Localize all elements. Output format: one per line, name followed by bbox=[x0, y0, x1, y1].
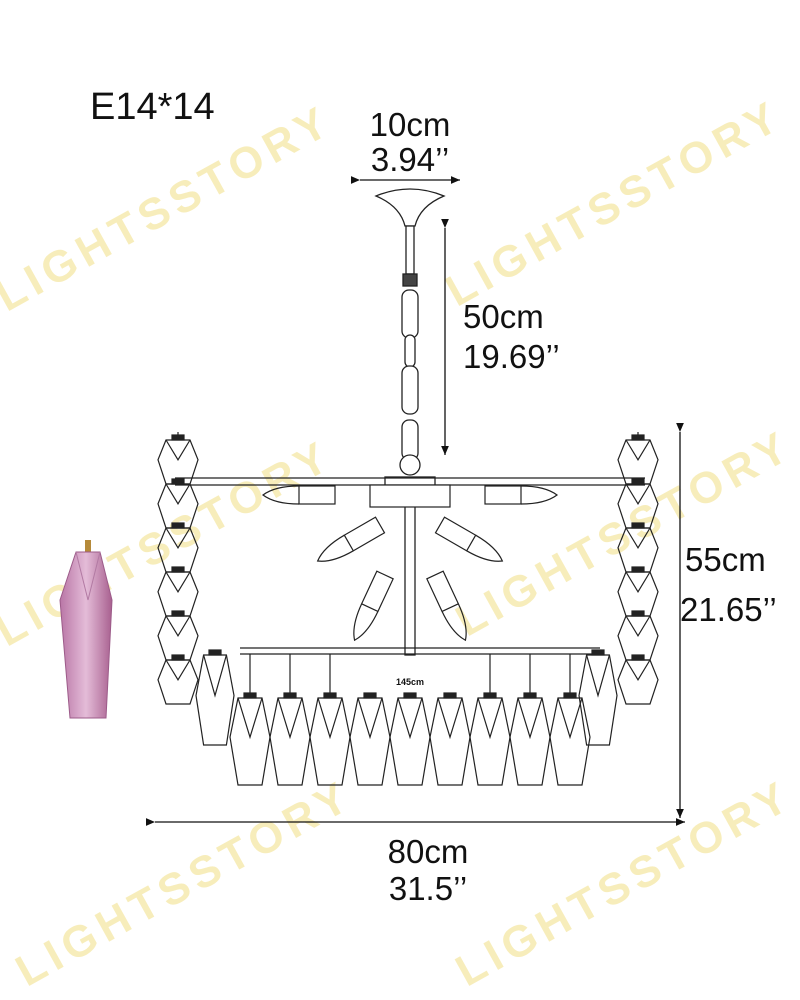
pendant-facets bbox=[625, 439, 651, 461]
crystal-pendant bbox=[157, 659, 199, 705]
pendant-facets bbox=[397, 697, 423, 740]
inner-dimension-label: 145cm bbox=[395, 677, 425, 687]
pendant-cap bbox=[631, 654, 645, 661]
pendant-facets bbox=[625, 571, 651, 593]
chain-length-cm: 50cm bbox=[463, 298, 544, 335]
crystal-pendant bbox=[617, 615, 659, 661]
pendant-facets bbox=[165, 439, 191, 461]
pendant-cap bbox=[523, 692, 537, 699]
pendant-cap bbox=[171, 522, 185, 529]
crystal-pendant bbox=[309, 697, 351, 786]
crystal-pendant bbox=[195, 654, 235, 746]
pendant-cap bbox=[171, 654, 185, 661]
canopy-width-in: 3.94’’ bbox=[370, 141, 450, 178]
pendant-facets bbox=[165, 659, 191, 681]
pendant-facets bbox=[317, 697, 343, 740]
crystal-pendant bbox=[157, 615, 199, 661]
pendant-facets bbox=[557, 697, 583, 740]
crystal-pendant bbox=[509, 697, 551, 786]
pendant-cap bbox=[403, 692, 417, 699]
height-in: 21.65’’ bbox=[680, 591, 777, 628]
pendant-facets bbox=[586, 654, 610, 698]
ceiling-canopy bbox=[374, 188, 446, 227]
pendant-cap bbox=[208, 649, 222, 656]
pendant-facets bbox=[437, 697, 463, 740]
crystal-pendant bbox=[157, 527, 199, 573]
width-in: 31.5’’ bbox=[388, 870, 468, 907]
crystal-pendant bbox=[469, 697, 511, 786]
pendant-cap bbox=[483, 692, 497, 699]
center-hub bbox=[369, 484, 451, 508]
crystal-pendant bbox=[617, 571, 659, 617]
pendant-facets bbox=[165, 571, 191, 593]
crystal-pendant bbox=[549, 697, 591, 786]
crystal-pendant bbox=[229, 697, 271, 786]
pendant-facets bbox=[165, 615, 191, 637]
pendant-cap bbox=[323, 692, 337, 699]
pendant-cap bbox=[171, 478, 185, 485]
width-cm: 80cm bbox=[387, 833, 469, 870]
pendant-cap bbox=[631, 478, 645, 485]
pendant-cap bbox=[171, 610, 185, 617]
pendant-cap bbox=[363, 692, 377, 699]
candle-bulb bbox=[316, 516, 386, 562]
crystal-pendant bbox=[578, 654, 618, 746]
pendant-facets bbox=[477, 697, 503, 740]
height-cm: 55cm bbox=[685, 541, 766, 578]
pendant-cap bbox=[243, 692, 257, 699]
pendant-cap bbox=[631, 610, 645, 617]
pendant-facets bbox=[625, 483, 651, 505]
pendant-cap bbox=[631, 566, 645, 573]
pendant-facets bbox=[625, 615, 651, 637]
pendant-facets bbox=[625, 527, 651, 549]
crystal-pendant bbox=[157, 571, 199, 617]
chain-length-in: 19.69’’ bbox=[463, 338, 560, 375]
bulb-spec-label: E14*14 bbox=[90, 86, 215, 128]
canopy-width-cm: 10cm bbox=[369, 106, 451, 143]
pendant-facets bbox=[203, 654, 227, 698]
pendant-facets bbox=[237, 697, 263, 740]
pendant-facets bbox=[277, 697, 303, 740]
crystal-pendant bbox=[157, 483, 199, 529]
crystal-pendant bbox=[269, 697, 311, 786]
pendant-cap bbox=[591, 649, 605, 656]
pendant-facets bbox=[625, 659, 651, 681]
candle-bulb bbox=[434, 516, 504, 562]
pendant-facets bbox=[517, 697, 543, 740]
crystal-pendant bbox=[617, 527, 659, 573]
crystal-pendant bbox=[617, 483, 659, 529]
dimension-lines bbox=[145, 176, 685, 826]
candle-bulb bbox=[353, 570, 394, 642]
pendant-cap bbox=[171, 434, 185, 441]
crystal-pendant bbox=[389, 697, 431, 786]
candle-bulb bbox=[261, 485, 336, 505]
pendant-facets bbox=[165, 527, 191, 549]
pendant-cap bbox=[283, 692, 297, 699]
candle-bulb bbox=[426, 570, 467, 642]
pendant-cap bbox=[631, 522, 645, 529]
glass-shade-sample bbox=[59, 540, 113, 719]
pendant-cap bbox=[171, 566, 185, 573]
crystal-pendant bbox=[349, 697, 391, 786]
pendant-facets bbox=[357, 697, 383, 740]
pendant-cap bbox=[631, 434, 645, 441]
pendant-cap bbox=[563, 692, 577, 699]
crystal-pendant bbox=[429, 697, 471, 786]
pendant-facets bbox=[165, 483, 191, 505]
canopy-and-chain bbox=[374, 188, 446, 656]
candle-bulb bbox=[484, 485, 559, 505]
crystal-pendant bbox=[617, 659, 659, 705]
pendant-cap bbox=[443, 692, 457, 699]
